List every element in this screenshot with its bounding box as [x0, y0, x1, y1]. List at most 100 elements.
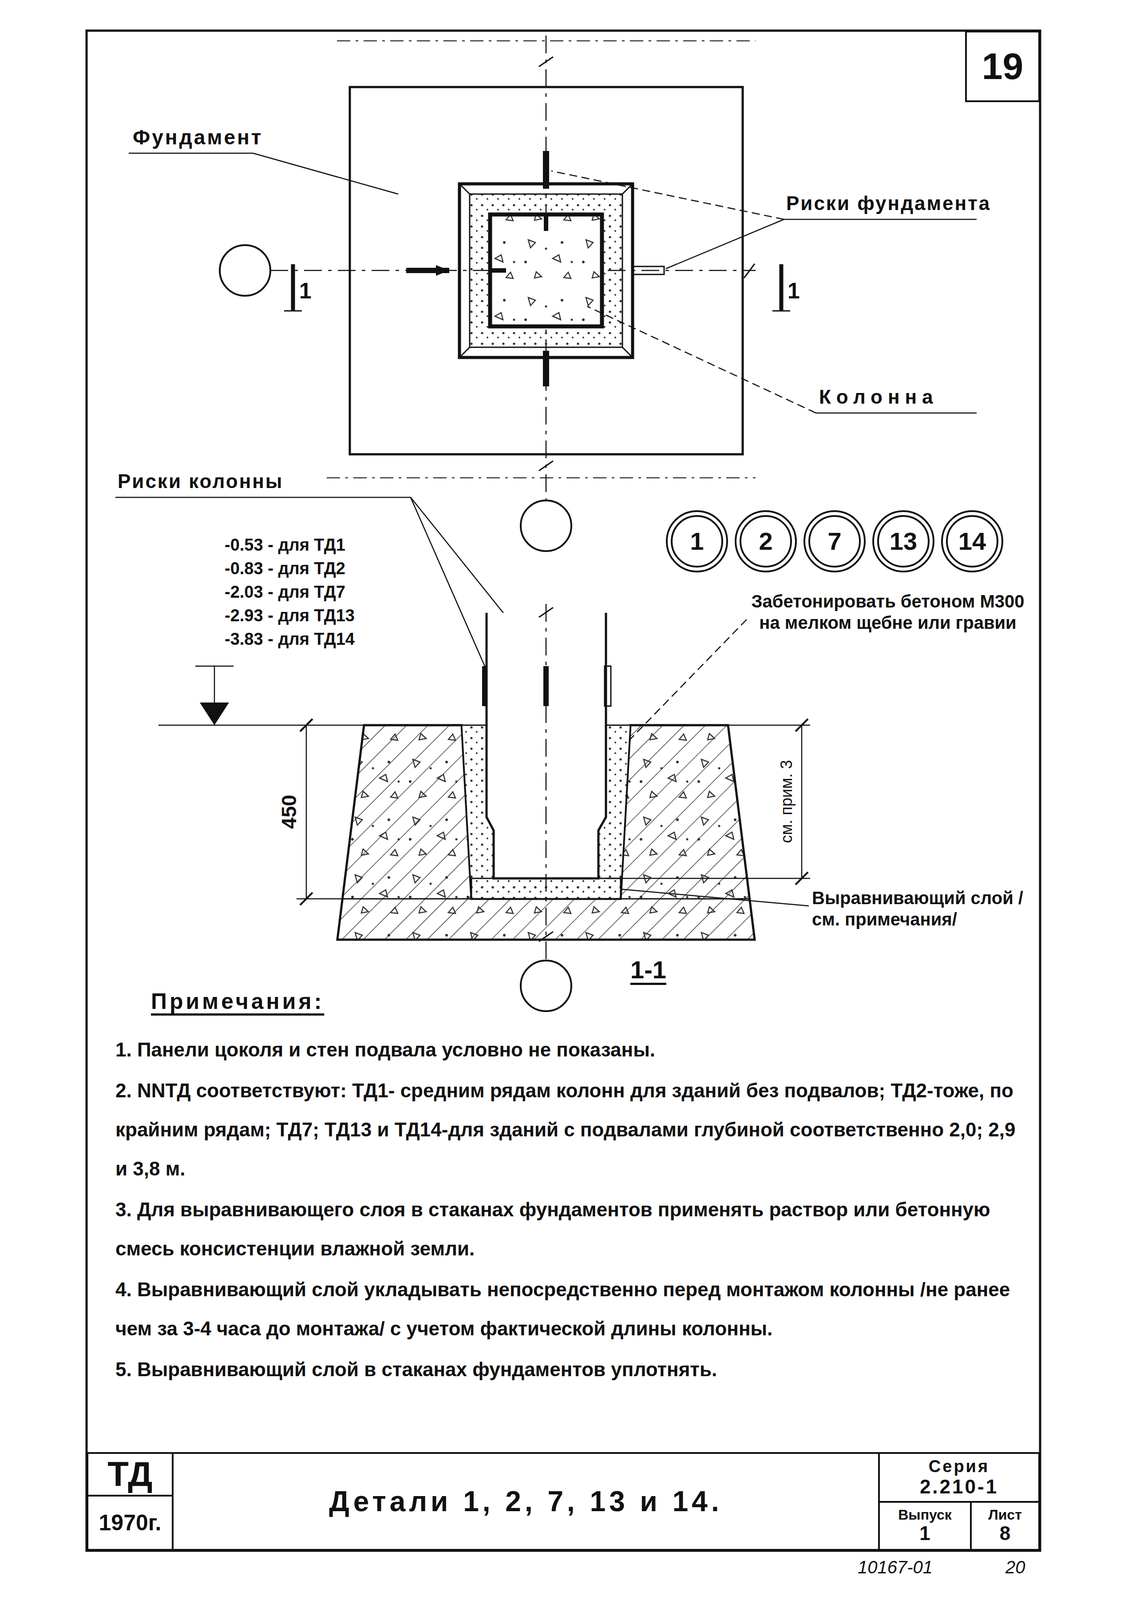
box-text: 1	[689, 527, 704, 555]
title-block-cell: Серия2.210-1	[878, 1451, 1041, 1503]
box-text: Детали 1, 2, 7, 13 и 14.	[328, 1485, 723, 1517]
section-view	[538, 931, 554, 942]
section-title: 1-1	[630, 954, 667, 985]
circle-outline	[941, 510, 1003, 572]
plan-view	[622, 183, 633, 194]
plan-view	[490, 268, 507, 273]
leader-lines	[783, 218, 977, 221]
box-subtext: 1	[919, 1522, 931, 1544]
circle-outline	[809, 515, 860, 567]
plan-view	[469, 193, 623, 348]
circle-outline	[740, 515, 792, 567]
elevation-label: -3.83 - для ТД14	[224, 629, 355, 650]
dimension-lines	[296, 718, 811, 905]
section-view	[604, 665, 611, 706]
note-text: 5. Выравнивающий слой в стаканах фундаме…	[115, 1349, 1030, 1389]
plan-view	[459, 347, 470, 358]
box-text: 7	[827, 527, 842, 555]
leader-lines	[665, 219, 784, 269]
section-view	[538, 607, 554, 618]
plan-view	[349, 87, 743, 455]
elevation-label: -0.53 - для ТД1	[224, 534, 346, 556]
detail-circle: 2	[733, 509, 798, 574]
level-mark	[199, 702, 230, 725]
elevation-label: -2.03 - для ТД7	[224, 581, 346, 603]
notes-heading: Примечания:	[150, 987, 325, 1015]
part-label: Колонна	[819, 385, 939, 409]
box-subtext: 2.210-1	[919, 1475, 999, 1497]
circle-outline	[946, 515, 998, 567]
title-block-cell: 1970г.	[86, 1494, 174, 1551]
detail-circle: 7	[802, 509, 867, 574]
elevation-label: -2.93 - для ТД13	[224, 605, 355, 626]
dimension-lines	[296, 898, 343, 900]
box-text: Лист	[988, 1506, 1022, 1523]
circle-outline	[735, 510, 796, 572]
part-label: Риски колонны	[117, 469, 284, 494]
dimension-lines	[728, 724, 811, 726]
note-text: 1. Панели цоколя и стен подвала условно …	[115, 1029, 1030, 1069]
note-text: 2. NNТД соответствуют: ТД1- средним ряда…	[115, 1070, 1030, 1188]
leader-lines	[128, 152, 254, 155]
section-view	[520, 960, 572, 1011]
instruction-note: Выравнивающий слой /см. примечания/	[811, 886, 1030, 930]
note-text: 4. Выравнивающий слой укладывать непосре…	[115, 1269, 1030, 1348]
detail-circle: 14	[940, 509, 1005, 574]
leader-lines	[410, 497, 485, 666]
box-text: 2	[758, 527, 773, 555]
section-marks	[284, 264, 791, 311]
box-text: 14	[958, 527, 986, 555]
box-subtext: 8	[999, 1522, 1011, 1544]
plan-view	[538, 460, 554, 471]
title-block-cell: Выпуск1	[878, 1500, 972, 1551]
dimension-label: 450	[277, 791, 302, 832]
plan-view	[459, 183, 633, 358]
circle-outline	[873, 510, 934, 572]
leader-lines	[253, 153, 399, 194]
circle-outline	[804, 510, 865, 572]
section-marks	[779, 264, 784, 311]
section-marks	[284, 310, 302, 312]
section-mark: 1	[787, 277, 800, 305]
archive-number: 10167-01	[857, 1555, 933, 1578]
plan-view	[633, 266, 665, 275]
title-block-cell: Лист8	[969, 1500, 1041, 1551]
plan-view	[469, 193, 623, 348]
page-number: 20	[1005, 1555, 1026, 1578]
sheet-number-box: 19	[965, 30, 1041, 103]
part-label: Фундамент	[132, 125, 263, 150]
dimension-lines	[605, 877, 811, 879]
plan-view	[219, 35, 756, 551]
section-mark: 1	[299, 277, 312, 305]
plan-view	[542, 350, 550, 387]
section-view	[543, 665, 549, 706]
leader-lines	[815, 412, 977, 414]
circle-outline	[666, 510, 728, 572]
part-label: Риски фундамента	[786, 191, 991, 216]
detail-circle: 1	[664, 509, 729, 574]
box-text: 19	[981, 45, 1024, 87]
circle-outline	[878, 515, 929, 567]
dimension-label: см. прим. 3	[776, 756, 796, 846]
plan-view	[326, 477, 756, 479]
plan-view	[543, 214, 549, 231]
plan-view	[520, 500, 572, 551]
sheet-frame	[86, 30, 1041, 1551]
dimension-lines	[300, 718, 313, 732]
plan-view	[219, 245, 271, 296]
level-mark	[158, 724, 365, 726]
circle-outline	[671, 515, 723, 567]
sheet-frame	[86, 30, 1041, 1551]
leader-lines	[587, 306, 816, 413]
section-view	[482, 665, 488, 706]
plan-view	[490, 214, 602, 327]
leader-lines	[115, 496, 411, 499]
box-text: 13	[889, 527, 918, 555]
level-mark	[195, 665, 234, 667]
plan-view	[744, 263, 755, 278]
detail-circle: 13	[871, 509, 936, 574]
box-text: 1970г.	[98, 1510, 162, 1535]
box-text: ТД	[107, 1454, 153, 1493]
section-marks	[291, 264, 296, 311]
